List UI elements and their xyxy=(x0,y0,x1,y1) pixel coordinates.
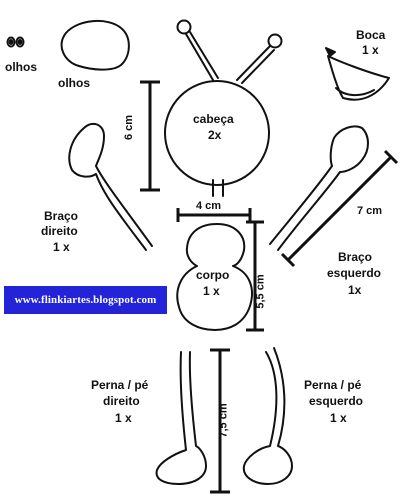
arm-left-qty: 1x xyxy=(348,283,362,297)
arm-left-piece xyxy=(269,125,369,251)
neck-width-measure: 4 cm xyxy=(196,200,222,212)
eyes-outline-label: olhos xyxy=(58,76,90,90)
arm-right-piece xyxy=(68,122,153,251)
head-qty: 2x xyxy=(208,128,222,142)
head-height-measure: 6 cm xyxy=(123,114,136,141)
eye-pieces-small xyxy=(6,36,25,48)
arm-right-name1: Braço xyxy=(44,209,79,223)
arm-left-name2: esquerdo xyxy=(327,266,382,280)
leg-right-name1: Perna / pé xyxy=(91,378,149,392)
website-url[interactable]: www.flinkiartes.blogspot.com xyxy=(14,294,157,306)
leg-left-piece xyxy=(242,347,293,485)
leg-length-measure: 7,5 cm xyxy=(217,403,230,438)
website-banner[interactable]: www.flinkiartes.blogspot.com xyxy=(4,286,167,314)
head-piece xyxy=(164,80,270,186)
leg-right-piece xyxy=(155,351,207,485)
body-qty: 1 x xyxy=(203,284,220,298)
neck xyxy=(212,179,224,197)
arm-right-name2: direito xyxy=(41,224,78,238)
leg-left-name2: esquerdo xyxy=(309,394,364,408)
arm-left-name1: Braço xyxy=(338,250,373,264)
leg-right-qty: 1 x xyxy=(115,411,132,425)
antennae xyxy=(176,19,283,84)
measurement-bars xyxy=(140,80,399,494)
eyes-small-label: olhos xyxy=(5,60,37,74)
mouth-piece xyxy=(325,47,390,101)
body-height-measure: 5,5 cm xyxy=(254,274,267,309)
mouth-qty: 1 x xyxy=(362,43,379,57)
body-name: corpo xyxy=(196,268,230,282)
leg-right-name2: direito xyxy=(103,394,140,408)
leg-left-qty: 1 x xyxy=(330,411,347,425)
leg-left-name1: Perna / pé xyxy=(304,378,362,392)
arm-right-qty: 1 x xyxy=(53,240,70,254)
head-name: cabeça xyxy=(193,112,234,126)
mouth-name: Boca xyxy=(356,28,386,42)
eye-piece-outline xyxy=(60,19,130,71)
body-piece xyxy=(176,223,253,331)
arm-length-measure: 7 cm xyxy=(357,205,383,217)
